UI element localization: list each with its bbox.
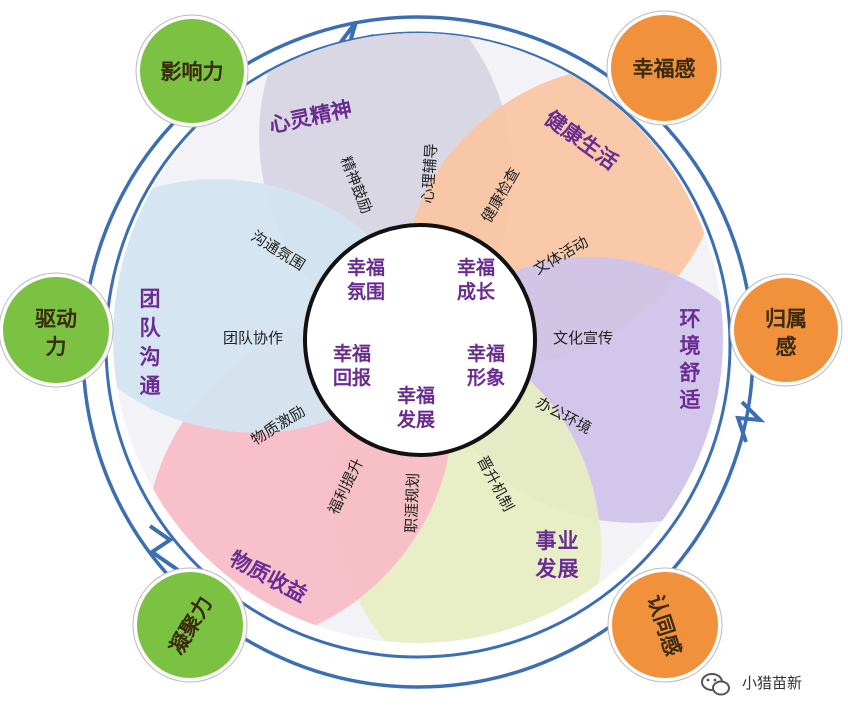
spoke-label-3-1: 职涯规划: [402, 473, 422, 534]
watermark-text: 小猎苗新: [742, 674, 802, 692]
feeling-bubble-1-label: 归属感: [765, 307, 807, 359]
core-label-0: 幸福氛围: [347, 256, 385, 303]
center-hub: [303, 223, 537, 457]
driver-bubble-1: 驱动力: [0, 272, 114, 388]
petal-title-5: 团队沟通: [140, 287, 162, 398]
wechat-icon: [701, 673, 730, 696]
petal-title-3: 事业发展: [535, 529, 579, 581]
driver-bubble-0: 影响力: [135, 14, 249, 128]
ring-arrow-left: [148, 524, 180, 572]
watermark: 小猎苗新: [701, 673, 802, 696]
ring-arrow-right: [735, 400, 766, 443]
feeling-bubble-0: 幸福感: [606, 10, 722, 126]
core-label-4: 幸福回报: [333, 342, 371, 389]
feeling-bubble-1: 归属感: [729, 273, 843, 387]
core-label-2: 幸福形象: [467, 342, 505, 389]
feeling-bubble-2: 认同感: [607, 567, 723, 683]
driver-bubble-0-label: 影响力: [161, 60, 224, 84]
spoke-label-2-0: 文化宣传: [553, 329, 613, 347]
driver-bubble-2: 凝聚力: [132, 567, 248, 683]
feeling-bubble-0-label: 幸福感: [633, 57, 696, 81]
spoke-label-0-1: 心理辅导: [418, 143, 440, 204]
petal-title-2: 环境舒适: [680, 307, 701, 412]
core-label-1: 幸福成长: [457, 256, 496, 303]
driver-bubble-1-label: 驱动力: [35, 307, 77, 359]
spoke-label-5-0: 团队协作: [223, 329, 283, 347]
core-label-3: 幸福发展: [396, 384, 435, 431]
